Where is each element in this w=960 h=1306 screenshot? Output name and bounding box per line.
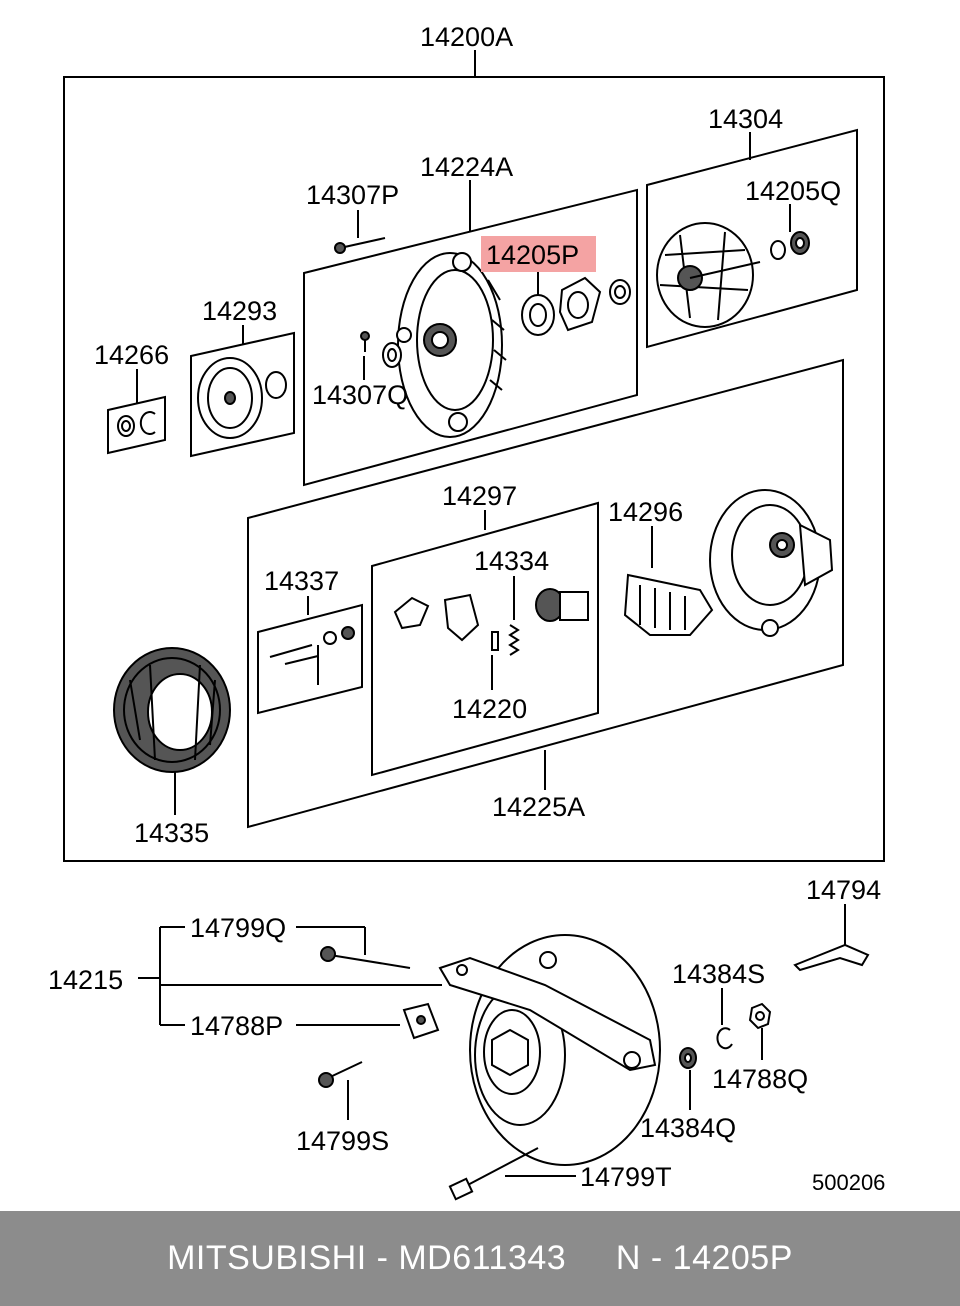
front-housing-part bbox=[709, 489, 834, 637]
parts-diagram: 14200A 14224A 14304 14307P 14307Q 14205P bbox=[48, 22, 885, 1201]
label-14266[interactable]: 14266 bbox=[94, 340, 169, 370]
terminal-kit-group-box bbox=[257, 603, 363, 715]
retainer-plate-part bbox=[558, 276, 602, 332]
label-14220[interactable]: 14220 bbox=[452, 694, 527, 724]
highlight-box-14205P bbox=[481, 236, 596, 272]
bolt-14307P-part bbox=[334, 237, 386, 254]
part-info-text: MITSUBISHI - MD611343 N - 14205P bbox=[167, 1239, 793, 1277]
label-14334[interactable]: 14334 bbox=[474, 546, 549, 576]
bracket-14794-part bbox=[793, 943, 870, 972]
label-14225A[interactable]: 14225A bbox=[492, 792, 585, 822]
label-14304[interactable]: 14304 bbox=[708, 104, 783, 134]
regulator-part bbox=[623, 573, 714, 636]
label-14788Q[interactable]: 14788Q bbox=[712, 1064, 808, 1094]
label-14200A[interactable]: 14200A bbox=[420, 22, 513, 52]
label-14205Q[interactable]: 14205Q bbox=[745, 176, 841, 206]
label-14215[interactable]: 14215 bbox=[48, 965, 123, 995]
nut-washer-group-box bbox=[107, 395, 166, 455]
bearing-14205P-part bbox=[521, 294, 555, 336]
washer-14384S-part bbox=[716, 1027, 733, 1050]
rotor-part bbox=[656, 222, 761, 328]
bracket-set-leader bbox=[138, 926, 442, 1026]
bolt-14799S-part bbox=[318, 1061, 363, 1088]
stator-part bbox=[113, 647, 231, 773]
part-info-footer: MITSUBISHI - MD611343 N - 14205P bbox=[0, 1211, 960, 1306]
nut-14788Q-part bbox=[748, 1002, 772, 1030]
washer-14384Q-part bbox=[679, 1047, 697, 1069]
label-14788P[interactable]: 14788P bbox=[190, 1011, 283, 1041]
seal-ring-part bbox=[382, 342, 402, 368]
alternator-body-part bbox=[438, 934, 661, 1166]
label-14224A[interactable]: 14224A bbox=[420, 152, 513, 182]
label-14799S[interactable]: 14799S bbox=[296, 1126, 389, 1156]
nut-washer-part bbox=[117, 411, 156, 437]
rotor-group-box bbox=[646, 128, 858, 349]
label-14307Q[interactable]: 14307Q bbox=[312, 380, 408, 410]
screw-14307Q-part bbox=[360, 331, 370, 352]
label-14297[interactable]: 14297 bbox=[442, 481, 517, 511]
rotor-bearing-part bbox=[770, 231, 810, 260]
label-14296[interactable]: 14296 bbox=[608, 497, 683, 527]
brush-holder-part bbox=[393, 588, 589, 656]
label-14799T[interactable]: 14799T bbox=[580, 1162, 672, 1192]
pulley-group-box bbox=[190, 331, 295, 458]
pulley-part bbox=[197, 357, 287, 439]
label-14335[interactable]: 14335 bbox=[134, 818, 209, 848]
rear-cover-part bbox=[396, 252, 507, 438]
label-14293[interactable]: 14293 bbox=[202, 296, 277, 326]
rear-cover-group-box bbox=[303, 188, 638, 487]
brush-holder-group-box bbox=[371, 501, 599, 777]
bolt-14799Q-part bbox=[320, 946, 411, 969]
label-14384S[interactable]: 14384S bbox=[672, 959, 765, 989]
washer-part bbox=[609, 279, 631, 305]
label-14205P[interactable]: 14205P bbox=[486, 240, 579, 270]
label-14337[interactable]: 14337 bbox=[264, 566, 339, 596]
terminal-kit-part bbox=[269, 626, 355, 685]
label-14794[interactable]: 14794 bbox=[806, 875, 881, 905]
spacer-14788P-part bbox=[402, 1002, 440, 1040]
label-14307P[interactable]: 14307P bbox=[306, 180, 399, 210]
label-14384Q[interactable]: 14384Q bbox=[640, 1113, 736, 1143]
diagram-reference-number: 500206 bbox=[812, 1170, 885, 1195]
rectifier-group-box bbox=[247, 358, 844, 829]
label-14799Q[interactable]: 14799Q bbox=[190, 913, 286, 943]
bolt-14799T-part bbox=[448, 1147, 539, 1201]
